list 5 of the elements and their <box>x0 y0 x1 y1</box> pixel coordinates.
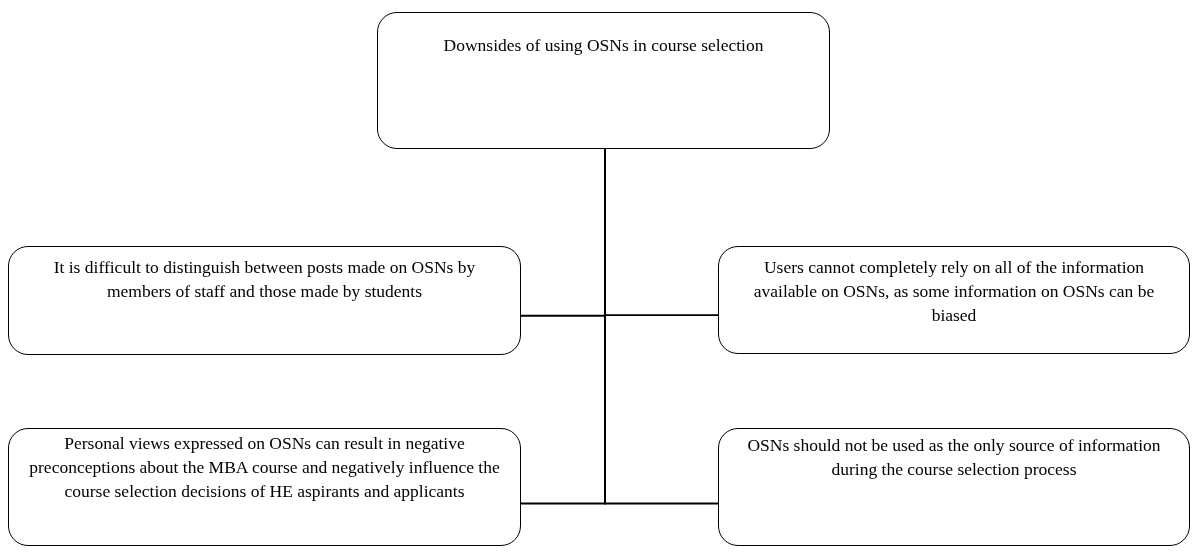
text-box: It is difficult to distinguish between posts made on OSNs by members of staff and those made by students <box>8 246 521 355</box>
text-box: Downsides of using OSNs in course selection <box>377 12 830 149</box>
text-box: OSNs should not be used as the only source of information during the course selection process <box>718 428 1190 546</box>
text-box: Users cannot completely rely on all of the information available on OSNs, as some information on OSNs can be biased <box>718 246 1190 354</box>
text-box: Personal views expressed on OSNs can result in negative preconceptions about the MBA course and negatively influence the course selection decisions of HE aspirants and applicants <box>8 428 521 546</box>
